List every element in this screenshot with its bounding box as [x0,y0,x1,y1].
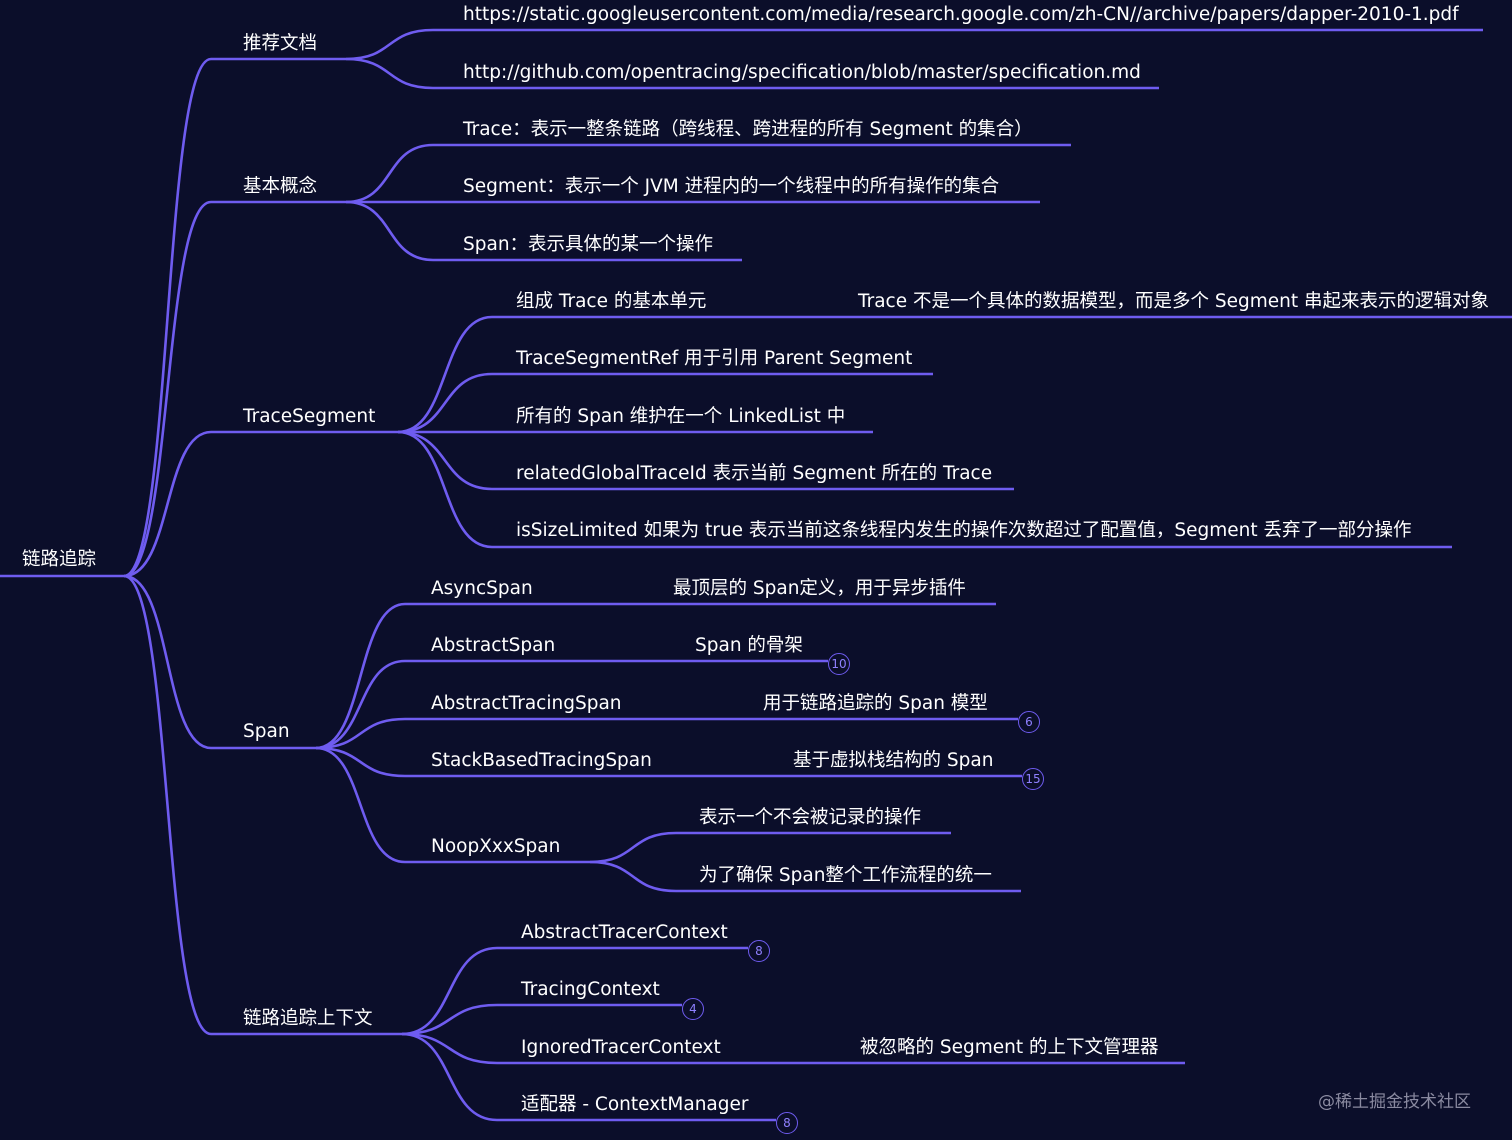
ts-basic-unit-note[interactable]: Trace 不是一个具体的数据模型，而是多个 Segment 串起来表示的逻辑对… [858,291,1489,312]
span-async-note[interactable]: 最顶层的 Span定义，用于异步插件 [673,578,966,599]
span-3-curve [315,717,406,750]
span-1-curve [315,602,406,750]
span-abstract-note[interactable]: Span 的骨架 [695,635,803,656]
doc-link-opentracing[interactable]: http://github.com/opentracing/specificat… [463,62,1141,83]
doc-1-curve [345,28,434,61]
branch-concepts[interactable]: 基本概念 [243,176,318,197]
ctx-tracing[interactable]: TracingContext [521,979,660,1000]
span-abstract[interactable]: AbstractSpan [431,635,556,656]
concept-3-curve [345,200,434,262]
ts-1-curve [397,315,493,434]
branch-context[interactable]: 链路追踪上下文 [243,1008,373,1029]
span-abstract-tracing-note[interactable]: 用于链路追踪的 Span 模型 [763,693,988,714]
span-stack-based-count-badge[interactable]: 15 [1022,768,1044,790]
noop-2-curve [589,860,677,893]
branch-concepts-line-curve [123,200,212,578]
ctx-abstract-tracer[interactable]: AbstractTracerContext [521,922,728,943]
concept-segment[interactable]: Segment：表示一个 JVM 进程内的一个线程中的所有操作的集合 [463,176,1000,197]
ctx-tracing-count-badge[interactable]: 4 [682,998,704,1020]
ts-2-curve [397,372,493,434]
branch-docs-line-curve [123,57,212,578]
branch-docs[interactable]: 推荐文档 [243,33,318,54]
watermark: @稀土掘金技术社区 [1318,1092,1471,1112]
span-abstract-tracing-count-badge[interactable]: 6 [1018,711,1040,733]
ts-span-list[interactable]: 所有的 Span 维护在一个 LinkedList 中 [516,406,846,427]
ts-basic-unit[interactable]: 组成 Trace 的基本单元 [516,291,707,312]
ts-related-trace-id[interactable]: relatedGlobalTraceId 表示当前 Segment 所在的 Tr… [516,463,993,484]
concept-1-curve [345,143,434,204]
branch-tracesegment[interactable]: TraceSegment [243,406,376,427]
branch-span-line-curve [123,574,212,750]
noop-1-curve [589,831,677,864]
span-async[interactable]: AsyncSpan [431,578,533,599]
ts-5-curve [397,430,493,549]
span-noop-not-recorded[interactable]: 表示一个不会被记录的操作 [699,807,922,828]
span-noop-uniform[interactable]: 为了确保 Span整个工作流程的统一 [699,865,992,886]
span-abstract-count-badge[interactable]: 10 [828,653,850,675]
ctx-4-curve [401,1032,498,1122]
ts-segment-ref[interactable]: TraceSegmentRef 用于引用 Parent Segment [516,348,913,369]
root-node[interactable]: 链路追踪 [22,549,97,570]
span-stack-based[interactable]: StackBasedTracingSpan [431,750,652,771]
span-5-curve [315,746,406,864]
span-abstract-tracing[interactable]: AbstractTracingSpan [431,693,622,714]
span-4-curve [315,746,406,778]
concept-trace[interactable]: Trace：表示一整条链路（跨线程、跨进程的所有 Segment 的集合） [463,119,1033,140]
doc-link-dapper[interactable]: https://static.googleusercontent.com/med… [463,4,1459,25]
branch-tracesegment-line-curve [123,430,212,578]
span-stack-based-note[interactable]: 基于虚拟栈结构的 Span [793,750,994,771]
branch-context-line-curve [123,574,212,1036]
ctx-2-curve [401,1003,498,1036]
ctx-ignored-tracer[interactable]: IgnoredTracerContext [521,1037,721,1058]
ctx-3-curve [401,1032,498,1065]
ts-4-curve [397,430,493,491]
ctx-ignored-tracer-note[interactable]: 被忽略的 Segment 的上下文管理器 [860,1037,1159,1058]
ctx-abstract-tracer-count-badge[interactable]: 8 [748,940,770,962]
ts-size-limited[interactable]: isSizeLimited 如果为 true 表示当前这条线程内发生的操作次数超… [516,520,1412,541]
ctx-1-curve [401,946,498,1036]
span-noop[interactable]: NoopXxxSpan [431,836,561,857]
span-2-curve [315,659,406,750]
doc-2-curve [345,57,434,90]
ctx-manager-count-badge[interactable]: 8 [776,1112,798,1134]
ctx-manager-adapter[interactable]: 适配器 - ContextManager [521,1094,749,1115]
branch-span[interactable]: Span [243,721,290,742]
concept-span[interactable]: Span：表示具体的某一个操作 [463,234,714,255]
